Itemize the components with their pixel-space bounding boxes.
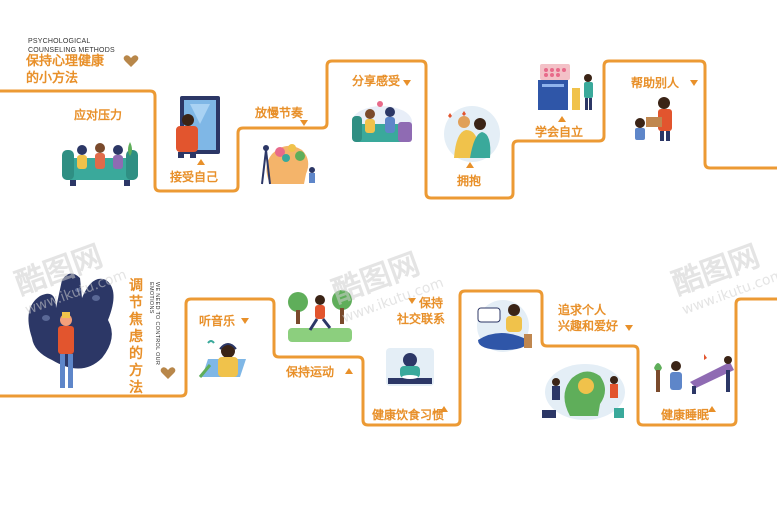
anxiety-monster-illustration: [28, 273, 114, 388]
head-garden-illustration: [261, 144, 315, 185]
step-label-share-feelings: 分享感受: [352, 74, 401, 88]
step-label-listen-music: 听音乐: [199, 314, 236, 328]
arrow-up-marker: [440, 406, 448, 412]
page-title-line1: 保持心理健康: [26, 54, 105, 69]
calendar-planning-illustration: [538, 64, 593, 110]
step-label-social-line2: 社交联系: [397, 312, 446, 326]
arrow-down-marker: [625, 325, 633, 331]
hug-illustration: [444, 106, 500, 162]
step-label-cope-stress: 应对压力: [74, 108, 123, 122]
page-title-line2: 的小方法: [26, 71, 79, 86]
helping-child-illustration: [635, 97, 672, 141]
arrow-up-marker: [558, 116, 566, 122]
step-label-slow-down: 放慢节奏: [255, 106, 304, 120]
mirror-illustration: [176, 96, 220, 158]
step-label-accept-self: 接受自己: [170, 170, 219, 184]
step-label-exercise: 保持运动: [286, 365, 335, 379]
top-stair-line: [0, 59, 777, 200]
step-label-sleep: 健康睡眠: [661, 408, 710, 422]
step-label-healthy-diet: 健康饮食习惯: [372, 408, 445, 422]
page-title: 保持心理健康 的小方法: [26, 53, 104, 87]
step-label-social: 保持 社交联系: [397, 295, 445, 327]
header-subtitle-line1: PSYCHOLOGICAL: [28, 38, 91, 45]
hobbies-illustration: [542, 364, 625, 420]
step-label-hobbies-line1: 追求个人: [558, 303, 607, 317]
arrow-down-marker: [690, 80, 698, 86]
arrow-down-marker: [241, 318, 249, 324]
eating-illustration: [386, 348, 434, 386]
arrow-up-marker: [708, 406, 716, 412]
section2-title: 调节焦虑的方法: [129, 278, 143, 396]
running-illustration: [288, 290, 352, 342]
header-subtitle: PSYCHOLOGICAL COUNSELING METHODS: [28, 37, 115, 55]
arrow-up-marker: [197, 159, 205, 165]
step-label-hug: 拥抱: [457, 174, 482, 188]
arrow-up-marker: [345, 368, 353, 374]
friends-sofa-illustration: [352, 101, 412, 142]
music-headphones-illustration: [198, 340, 246, 378]
group-sofa-illustration: [62, 142, 138, 186]
arrow-down-marker: [300, 120, 308, 126]
step-label-help-others: 帮助别人: [631, 76, 680, 90]
heart-icon: [123, 55, 139, 67]
step-label-hobbies-line2: 兴趣和爱好: [558, 319, 619, 333]
header-subtitle-line2: COUNSELING METHODS: [28, 47, 115, 54]
arrow-down-marker: [403, 80, 411, 86]
sleeping-illustration: [654, 354, 734, 394]
step-label-social-line1: 保持: [419, 296, 444, 310]
heart-icon: [160, 367, 176, 379]
section2-subtitle: WE NEED TO CONTROL OUR EMOTIONS: [148, 282, 160, 366]
arrow-up-marker: [466, 162, 474, 168]
bottom-stair-line: [0, 289, 777, 427]
arrow-down-marker: [408, 298, 416, 304]
step-label-self-reliance: 学会自立: [535, 125, 584, 139]
social-phone-illustration: [477, 300, 532, 352]
step-label-hobbies: 追求个人 兴趣和爱好: [558, 302, 618, 334]
